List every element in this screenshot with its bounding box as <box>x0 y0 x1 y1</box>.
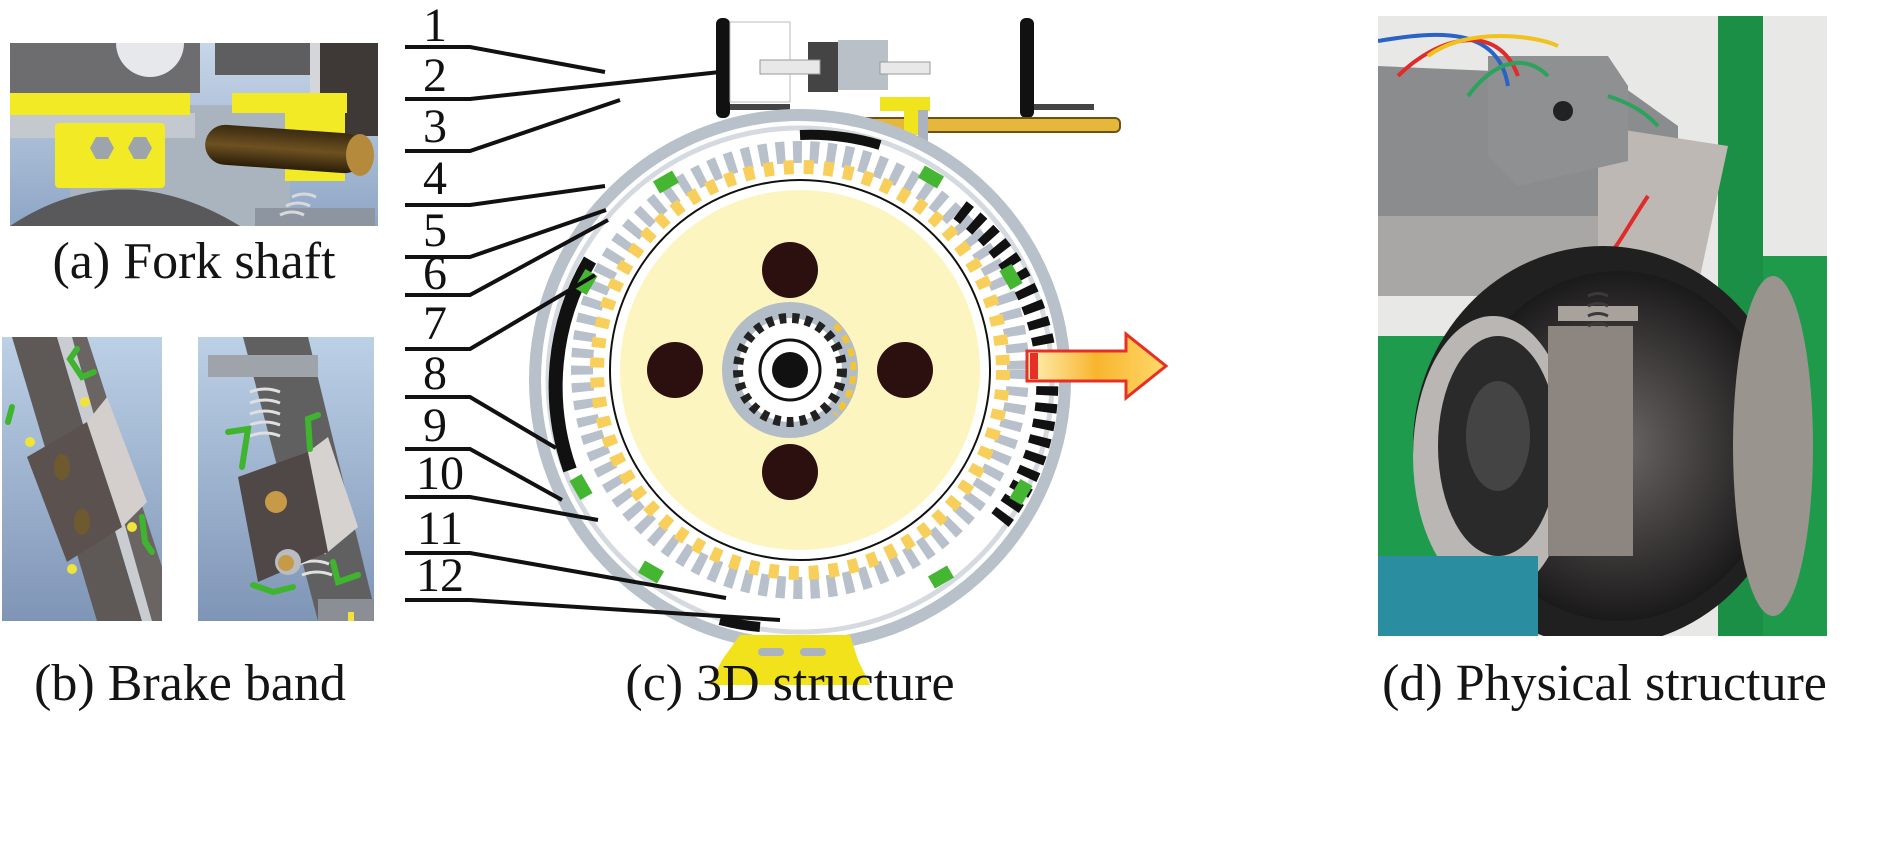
part-label-5: 5 <box>423 204 447 257</box>
panel-d-caption: (d) Physical structure <box>1382 655 1827 712</box>
part-label-2: 2 <box>423 49 447 102</box>
panel-c-caption: (c) 3D structure <box>625 655 955 712</box>
part-label-4: 4 <box>423 152 447 205</box>
panel-d-physical-structure <box>1378 16 1827 636</box>
part-label-6: 6 <box>423 247 447 300</box>
physical-prototype-photo <box>1378 16 1827 636</box>
gear-assembly <box>529 109 1071 685</box>
motor-assembly <box>716 18 1121 165</box>
panel-b-brake-band-view-2 <box>198 337 374 621</box>
part-label-12: 12 <box>416 549 464 602</box>
fork-shaft-render <box>10 43 378 226</box>
part-label-10: 10 <box>416 447 464 500</box>
part-label-9: 9 <box>423 399 447 452</box>
brake-band-render-right <box>198 337 374 621</box>
part-label-1: 1 <box>423 0 447 52</box>
panel-a-caption: (a) Fork shaft <box>52 233 336 290</box>
brake-band-render-left <box>2 337 162 621</box>
part-label-7: 7 <box>423 297 447 350</box>
part-label-3: 3 <box>423 100 447 153</box>
panel-b-caption: (b) Brake band <box>34 655 346 712</box>
part-label-11: 11 <box>416 502 464 555</box>
part-label-8: 8 <box>423 347 447 400</box>
panel-a-fork-shaft <box>10 43 378 226</box>
panel-b-brake-band-view-1 <box>2 337 162 621</box>
